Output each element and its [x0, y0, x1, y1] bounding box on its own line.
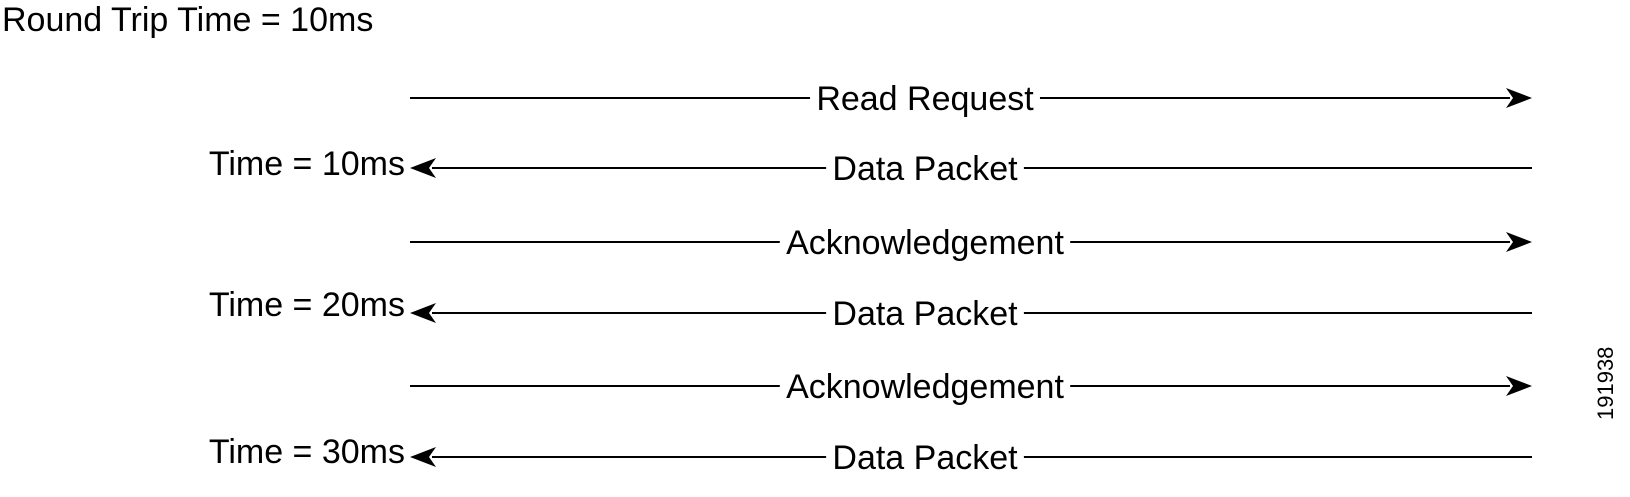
time-label-1: Time = 10ms	[208, 145, 405, 183]
message-label: Data Packet	[832, 439, 1018, 477]
arrowhead-left-icon	[410, 303, 436, 323]
arrowhead-right-icon	[1506, 376, 1532, 396]
message-label: Data Packet	[832, 295, 1018, 333]
message-3: Acknowledgement	[410, 224, 1532, 262]
figure-id: 191938	[1593, 346, 1618, 420]
arrowhead-left-icon	[410, 447, 436, 467]
time-label-3: Time = 30ms	[208, 433, 405, 471]
arrowhead-right-icon	[1506, 232, 1532, 252]
message-5: Acknowledgement	[410, 368, 1532, 406]
message-label: Acknowledgement	[786, 224, 1064, 262]
arrowhead-left-icon	[410, 158, 436, 178]
message-1: Read Request	[410, 80, 1532, 118]
message-6: Data Packet	[410, 439, 1532, 477]
message-label: Acknowledgement	[786, 368, 1064, 406]
diagram-title: Round Trip Time = 10ms	[2, 1, 374, 39]
time-label-2: Time = 20ms	[208, 286, 405, 324]
arrowhead-right-icon	[1506, 88, 1532, 108]
message-4: Data Packet	[410, 295, 1532, 333]
message-label: Read Request	[816, 80, 1034, 118]
message-label: Data Packet	[832, 150, 1018, 188]
message-2: Data Packet	[410, 150, 1532, 188]
